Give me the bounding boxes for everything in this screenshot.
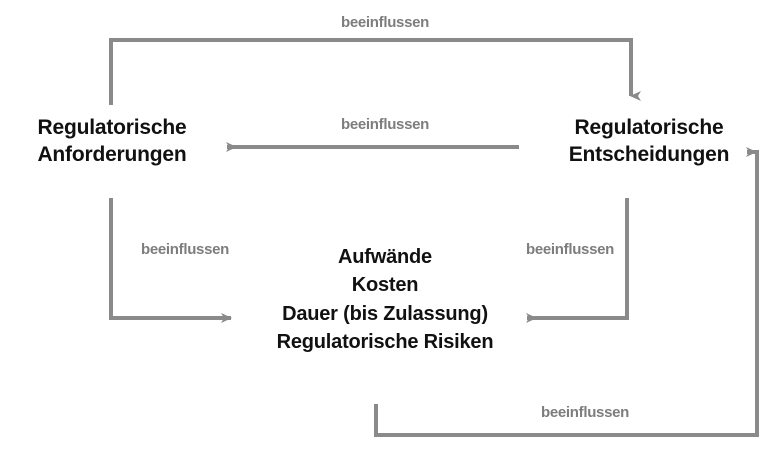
node-right-line-2: Entscheidungen bbox=[568, 143, 730, 167]
node-left-line-2: Anforderungen bbox=[37, 143, 187, 167]
edge-label-bottom: beeinflussen bbox=[540, 404, 630, 421]
edge-label-middle: beeinflussen bbox=[340, 116, 430, 133]
node-regulatorische-anforderungen[interactable]: Regulatorische Anforderungen bbox=[8, 114, 216, 169]
node-center-line-1: Aufwände bbox=[338, 246, 432, 268]
node-center-line-4: Regulatorische Risiken bbox=[276, 331, 494, 354]
edge-left-connector bbox=[109, 198, 232, 323]
edge-label-left: beeinflussen bbox=[140, 241, 230, 258]
edge-right-connector bbox=[526, 198, 629, 323]
node-center-line-3: Dauer (bis Zulassung) bbox=[282, 302, 488, 325]
node-right-line-1: Regulatorische bbox=[574, 116, 724, 139]
edge-bottom-connector bbox=[374, 147, 759, 437]
node-left-line-1: Regulatorische bbox=[37, 116, 187, 139]
node-aufwaende-kosten-dauer-risiken[interactable]: Aufwände Kosten Dauer (bis Zulassung) Re… bbox=[240, 243, 530, 357]
node-center-line-2: Kosten bbox=[351, 274, 419, 297]
node-regulatorische-entscheidungen[interactable]: Regulatorische Entscheidungen bbox=[540, 114, 758, 169]
edge-label-right: beeinflussen bbox=[525, 241, 615, 258]
edge-label-top: beeinflussen bbox=[340, 14, 430, 31]
edge-top-connector bbox=[109, 38, 641, 105]
